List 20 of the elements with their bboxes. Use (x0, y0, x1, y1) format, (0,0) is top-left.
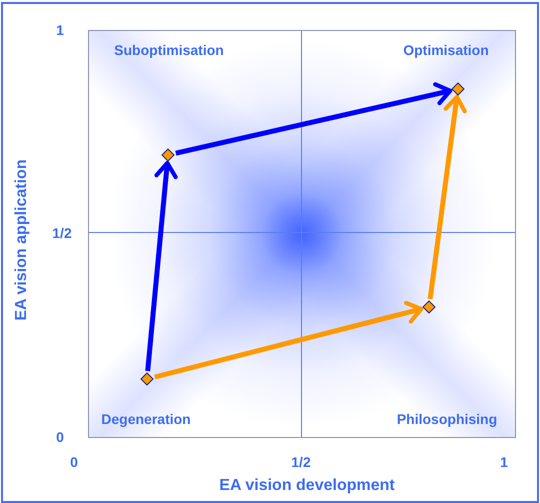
tick-label: 1 (56, 22, 64, 38)
quadrant-label: Philosophising (396, 411, 498, 427)
tick-label: 1 (500, 454, 508, 470)
tick-label: 0 (70, 454, 78, 470)
quadrant-label: Suboptimisation (114, 42, 224, 58)
tick-label: 1/2 (291, 454, 311, 470)
arrow (145, 160, 178, 372)
axis-title: EA vision development (219, 477, 395, 495)
tick-label: 0 (56, 429, 64, 445)
diamond-marker (451, 82, 465, 96)
quadrant-label: Degeneration (101, 411, 191, 427)
diamond-marker (140, 372, 154, 386)
axis-title: EA vision application (13, 159, 31, 321)
tick-label: 1/2 (52, 225, 72, 241)
arrow (428, 94, 467, 300)
quadrant-label: Optimisation (403, 42, 489, 58)
diamond-marker (422, 300, 436, 314)
diamond-marker (161, 148, 175, 162)
arrow (175, 82, 452, 156)
arrow (154, 300, 424, 380)
